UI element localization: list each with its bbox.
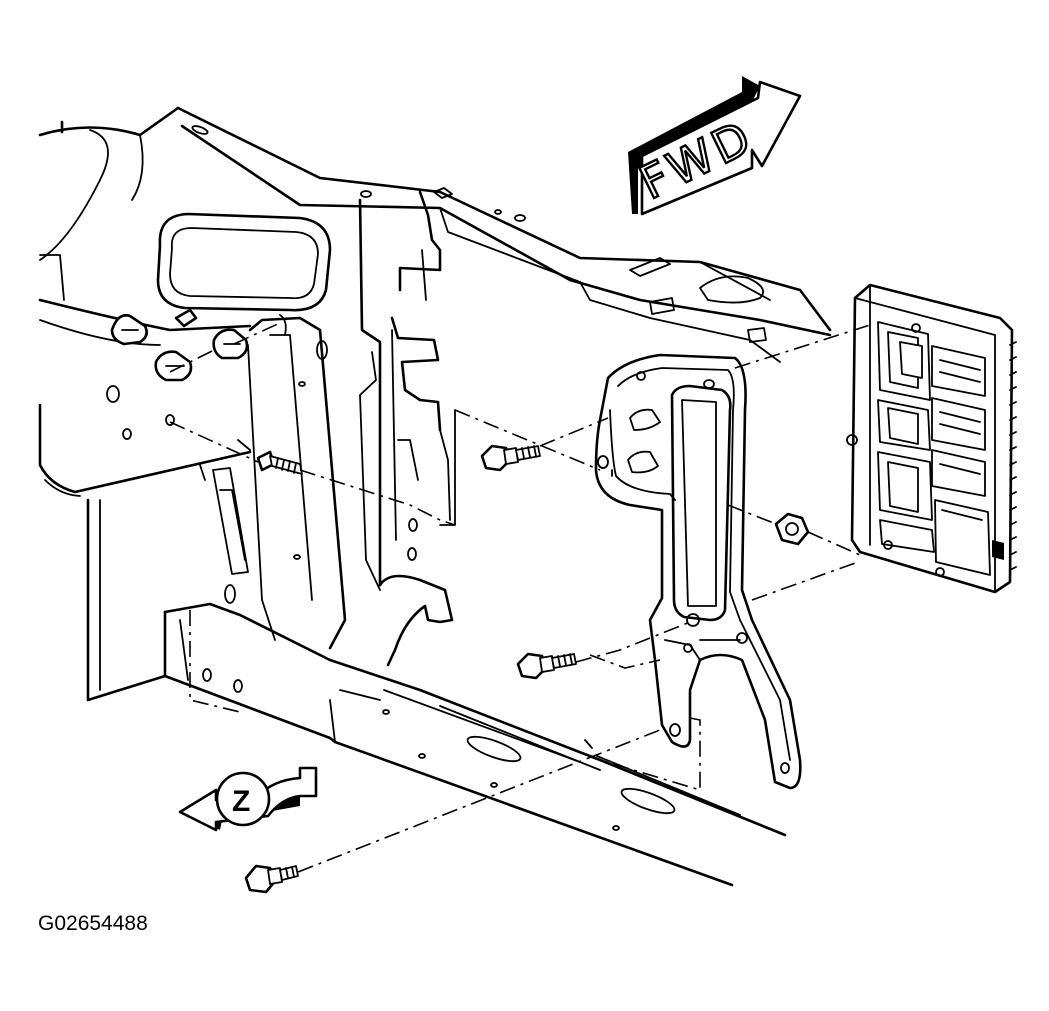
module-nut [774, 512, 810, 546]
installation-guide-lines [169, 324, 871, 873]
fasteners [244, 444, 810, 894]
body-frame-structure [38, 106, 832, 887]
bracket-bolt-lower [516, 652, 577, 680]
forward-direction-arrow: FWD [628, 76, 802, 216]
view-z-indicator: Z [178, 766, 318, 832]
view-z-label: Z [232, 785, 250, 818]
module-mounting-bracket [594, 353, 802, 790]
control-module [846, 283, 1017, 594]
mounting-stud [256, 450, 303, 475]
push-retainer-clips [110, 308, 283, 382]
crossmember-bolt [244, 864, 299, 894]
cooling-fins [1009, 341, 1017, 571]
figure-id: G02654488 [38, 912, 148, 935]
bracket-bolt-upper [480, 444, 541, 472]
